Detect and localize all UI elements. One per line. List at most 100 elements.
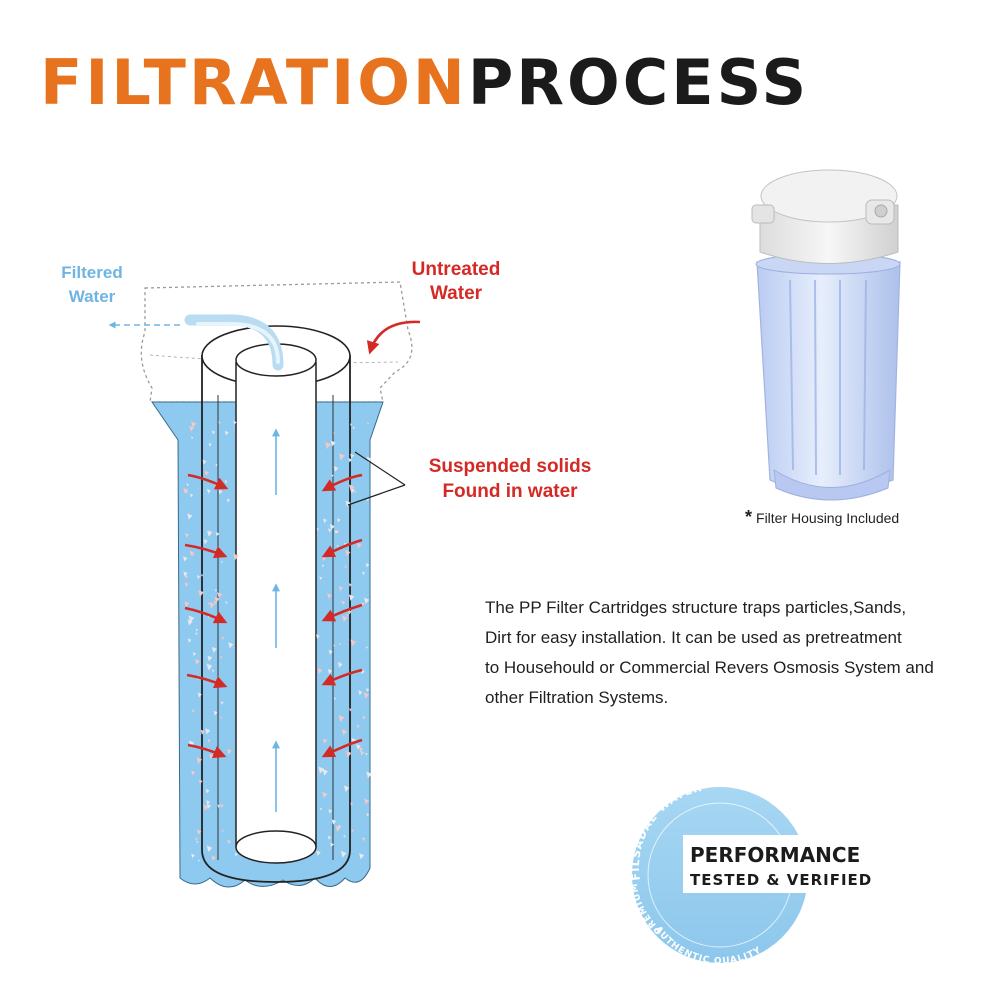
seal-banner: [683, 835, 913, 893]
particle: [206, 800, 211, 805]
particle: [350, 453, 355, 459]
particle: [316, 634, 320, 639]
particle: [224, 430, 229, 436]
particle: [319, 576, 323, 580]
particle: [328, 649, 333, 655]
housing-bowl-bottom: [773, 469, 891, 501]
inflow-arrow: [187, 743, 227, 758]
particle: [187, 638, 192, 643]
housing-port-left: [751, 204, 775, 224]
page-title: FILTRATIONPROCESS: [40, 40, 809, 126]
inflow-arrow: [366, 320, 421, 355]
particle: [183, 571, 188, 577]
particle: [227, 839, 231, 845]
particle: [330, 842, 334, 848]
particle: [185, 491, 189, 494]
solids-pointer-lines: [347, 451, 406, 506]
particle: [356, 542, 362, 549]
particle: [333, 466, 339, 472]
particle: [366, 813, 370, 817]
particle: [341, 729, 348, 736]
particle: [323, 518, 327, 524]
description-line: to Househould or Commercial Revers Osmos…: [485, 658, 934, 677]
particle: [366, 456, 372, 463]
particle: [348, 457, 353, 463]
inflow-arrow: [321, 668, 363, 686]
particle: [336, 544, 339, 548]
particle: [225, 601, 228, 605]
particle: [344, 565, 348, 569]
particle: [218, 489, 223, 495]
particle: [218, 421, 221, 425]
particle: [316, 527, 320, 531]
particle: [200, 729, 205, 735]
particle: [350, 802, 354, 807]
particle: [352, 426, 356, 430]
particle: [345, 549, 351, 557]
inflow-arrow: [184, 606, 228, 624]
particle: [203, 804, 209, 811]
particle: [363, 692, 370, 699]
particle: [212, 669, 215, 673]
particle: [194, 659, 200, 665]
particle: [331, 819, 337, 825]
particle: [338, 585, 344, 591]
particle: [329, 524, 335, 531]
filter-housing-product: [751, 169, 901, 501]
particle: [189, 425, 195, 432]
particle: [184, 574, 189, 579]
particle: [339, 661, 342, 665]
particle: [318, 766, 325, 774]
particle: [350, 423, 353, 426]
particle: [233, 553, 239, 561]
filtered-water-label-1: Filtered: [61, 263, 122, 282]
particle: [334, 530, 338, 534]
particle: [348, 594, 355, 601]
particle: [322, 769, 329, 776]
particle: [196, 757, 203, 764]
particle: [320, 807, 323, 811]
particle: [187, 619, 193, 626]
inflow-arrow: [321, 473, 363, 492]
inflow-arrows: [184, 320, 421, 758]
particle: [206, 663, 213, 671]
particle: [197, 859, 200, 862]
particle: [226, 498, 231, 503]
particle: [185, 532, 190, 538]
particle: [327, 593, 332, 599]
particle: [184, 582, 189, 588]
particle: [234, 852, 238, 857]
particle: [217, 592, 223, 599]
particle: [220, 716, 223, 720]
particle: [327, 835, 332, 840]
particle: [351, 828, 354, 833]
particle: [343, 834, 346, 838]
particle: [211, 855, 216, 862]
seal-performance-text: PERFORMANCE: [690, 843, 860, 867]
housing-cap-outline: [140, 281, 413, 403]
particle: [338, 825, 342, 829]
particle: [196, 840, 199, 844]
particle: [191, 853, 195, 859]
particle: [191, 709, 195, 713]
filtered-water-label-2: Water: [69, 287, 116, 306]
particle: [336, 529, 340, 534]
particle: [196, 829, 202, 835]
particle: [197, 692, 202, 698]
particle: [207, 739, 211, 743]
particle: [364, 597, 370, 604]
particle: [191, 770, 196, 776]
cartridge-outer: [201, 355, 351, 883]
particle: [358, 690, 363, 696]
inflow-arrow: [186, 673, 228, 689]
particle: [349, 708, 352, 712]
housing-cap-top: [760, 169, 898, 223]
particle: [191, 436, 194, 440]
particle: [333, 697, 337, 701]
particle: [328, 809, 333, 814]
inflow-arrow: [184, 543, 228, 559]
particle: [195, 628, 199, 632]
particle: [341, 600, 346, 606]
particle: [360, 670, 365, 675]
